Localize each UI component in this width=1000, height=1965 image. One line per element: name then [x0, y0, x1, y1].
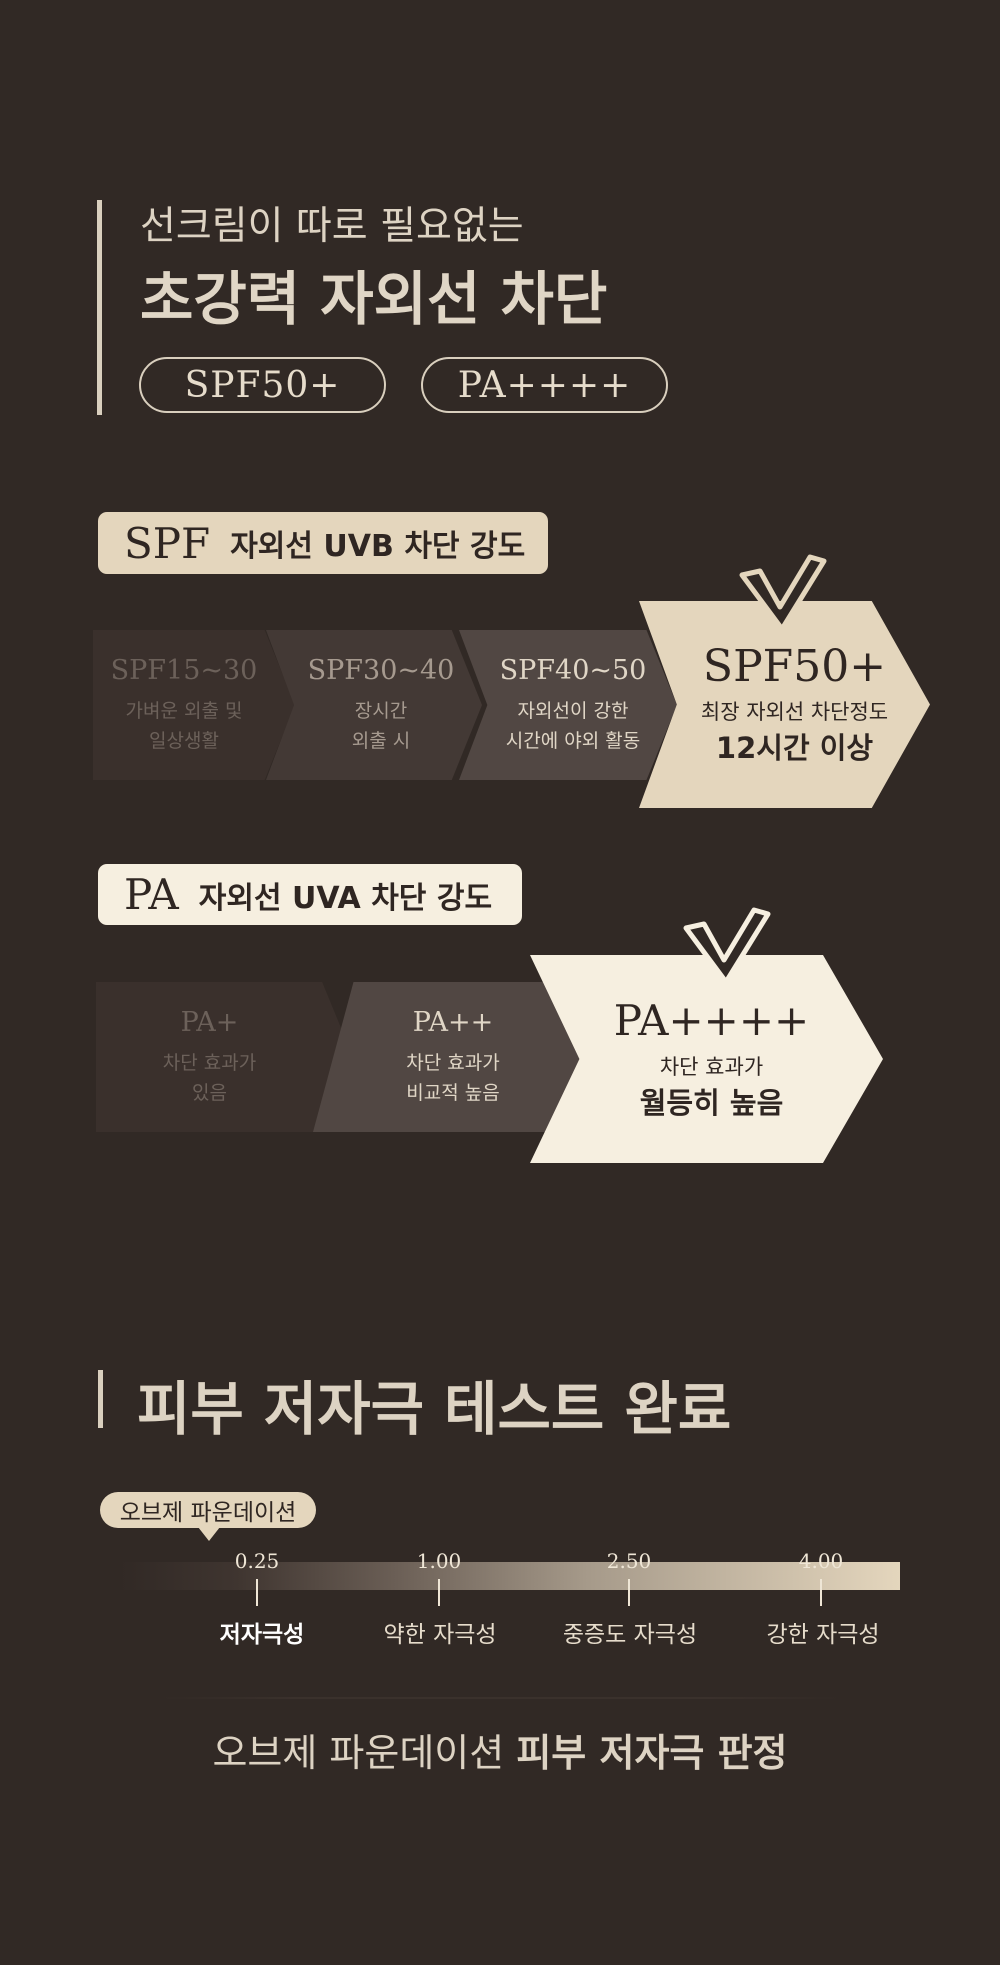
- spf-step-desc: 장시간: [354, 699, 408, 722]
- pa-step-desc: 차단 효과가: [162, 1051, 257, 1074]
- badge-pa: PA++++: [421, 357, 668, 413]
- irritation-scale-bar: [120, 1562, 900, 1590]
- pa-step-desc: 차단 효과가: [659, 1054, 764, 1079]
- pa-label-text: 자외선 UVA 차단 강도: [198, 880, 493, 916]
- scale-tick: 1.00: [369, 1549, 509, 1606]
- hero-title: 초강력 자외선 차단: [140, 265, 608, 333]
- spf-step-2: SPF30~40 장시간 외출 시: [266, 630, 482, 780]
- spf-label: SPF 자외선 UVB 차단 강도: [98, 512, 548, 574]
- tick-label: 중증도 자극성: [562, 1622, 698, 1648]
- tick-line: [628, 1579, 630, 1606]
- tick-value: 1.00: [416, 1549, 462, 1573]
- pa-label-big: PA: [124, 870, 179, 919]
- spf-step-title: SPF30~40: [307, 654, 455, 686]
- spf-step-title: SPF50+: [702, 641, 887, 692]
- tick-line: [256, 1579, 258, 1606]
- hero-accent-bar: [97, 200, 102, 415]
- spf-step-desc: 12시간 이상: [715, 731, 874, 765]
- spf-step-desc: 외출 시: [351, 729, 411, 752]
- tick-line: [820, 1579, 822, 1606]
- spf-step-title: SPF40~50: [499, 654, 647, 686]
- tick-line: [438, 1579, 440, 1606]
- pa-step-title: PA++++: [613, 995, 810, 1045]
- tick-value: 4.00: [798, 1549, 844, 1573]
- checkmark-icon: [739, 554, 827, 632]
- tick-label: 약한 자극성: [383, 1622, 497, 1648]
- checkmark-icon: [683, 907, 771, 985]
- pa-step-3-highlight: PA++++ 차단 효과가 월등히 높음: [530, 955, 883, 1163]
- spf-step-desc: 시간에 야외 활동: [505, 729, 641, 752]
- badge-spf: SPF50+: [139, 357, 386, 413]
- pa-step-1: PA+ 차단 효과가 있음: [96, 982, 353, 1132]
- spf-step-desc: 자외선이 강한: [517, 699, 629, 722]
- tick-label: 강한 자극성: [766, 1622, 880, 1648]
- irritation-heading: 피부 저자극 테스트 완료: [137, 1375, 732, 1443]
- verdict-bold: 피부 저자극 판정: [516, 1731, 788, 1775]
- tick-value: 0.25: [234, 1549, 280, 1573]
- hero-subtitle: 선크림이 따로 필요없는: [140, 204, 524, 249]
- pa-step-desc: 있음: [192, 1081, 227, 1104]
- spf-step-title: SPF15~30: [110, 654, 258, 686]
- pa-step-desc: 비교적 높음: [406, 1081, 500, 1104]
- pa-step-desc: 차단 효과가: [406, 1051, 500, 1074]
- spf-step-1: SPF15~30 가벼운 외출 및 일상생활: [93, 630, 295, 780]
- verdict: 오브제 파운데이션 피부 저자극 판정: [0, 1722, 1000, 1777]
- spf-step-desc: 가벼운 외출 및: [125, 699, 243, 722]
- marker-label: 오브제 파운데이션: [119, 1500, 297, 1526]
- divider: [160, 1697, 840, 1699]
- verdict-prefix: 오브제 파운데이션: [212, 1731, 505, 1775]
- pa-step-title: PA++: [412, 1006, 494, 1038]
- spf-step-4-highlight: SPF50+ 최장 자외선 차단정도 12시간 이상: [639, 601, 930, 808]
- marker-tooltip: 오브제 파운데이션: [100, 1492, 316, 1528]
- pa-step-desc: 월등히 높음: [639, 1085, 784, 1120]
- marker-pointer: [198, 1527, 220, 1541]
- spf-step-desc: 최장 자외선 차단정도: [700, 700, 889, 724]
- spf-step-3: SPF40~50 자외선이 강한 시간에 야외 활동: [459, 630, 677, 780]
- scale-tick: 0.25: [187, 1549, 327, 1606]
- pa-label: PA 자외선 UVA 차단 강도: [98, 864, 522, 925]
- pa-step-2: PA++ 차단 효과가 비교적 높음: [313, 982, 583, 1132]
- pa-step-title: PA+: [180, 1006, 239, 1038]
- tick-value: 2.50: [606, 1549, 652, 1573]
- spf-step-desc: 일상생활: [149, 729, 219, 752]
- spf-label-text: 자외선 UVB 차단 강도: [230, 529, 526, 564]
- tick-label-low: 저자극성: [219, 1622, 305, 1648]
- spf-label-big: SPF: [124, 518, 211, 568]
- irritation-accent-bar: [98, 1370, 103, 1428]
- scale-tick: 2.50: [559, 1549, 699, 1606]
- scale-tick: 4.00: [751, 1549, 891, 1606]
